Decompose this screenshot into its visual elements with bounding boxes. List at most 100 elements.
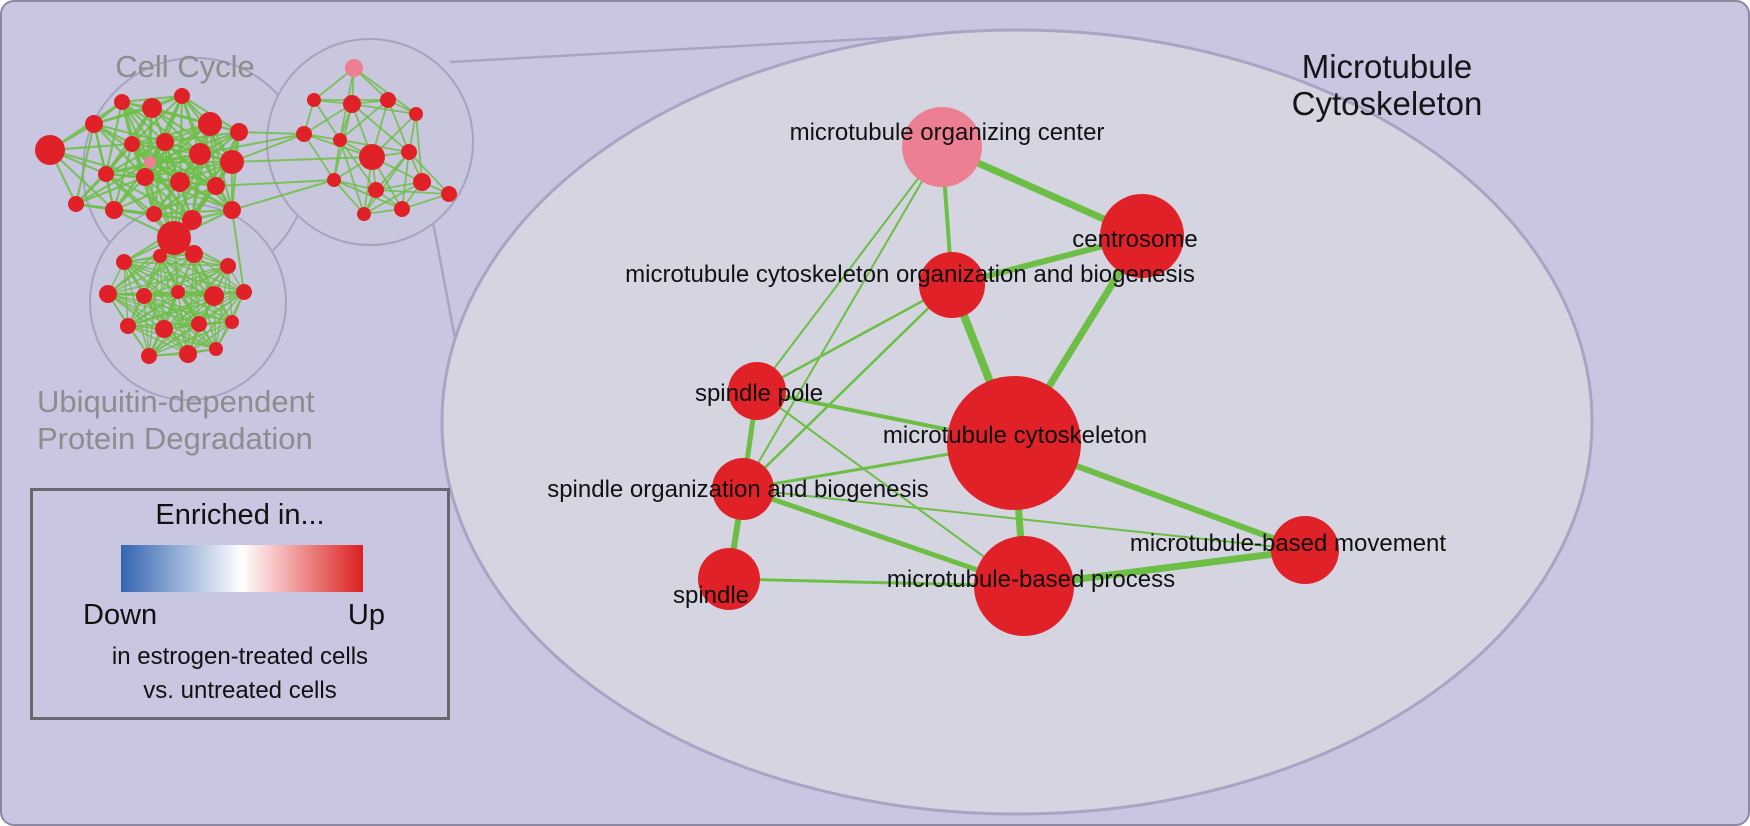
overview-edge bbox=[107, 265, 229, 295]
overview-node bbox=[368, 182, 384, 198]
overview-edge bbox=[387, 99, 410, 153]
ubiquitin-cluster-label-line2: Protein Degradation bbox=[37, 421, 313, 456]
legend-footnote-line1: in estrogen-treated cells bbox=[111, 643, 369, 670]
overview-node bbox=[198, 112, 222, 136]
overview-edge bbox=[49, 148, 146, 179]
edge-mt-org--spindle-org bbox=[742, 284, 953, 490]
overview-node bbox=[223, 201, 241, 219]
legend-box: Enriched in... Down Up in estrogen-treat… bbox=[30, 488, 450, 720]
overview-edge bbox=[339, 139, 365, 215]
overview-edge bbox=[93, 94, 183, 126]
overview-node bbox=[155, 320, 173, 338]
overview-edge bbox=[104, 101, 124, 175]
overview-node bbox=[413, 173, 431, 191]
overview-edge bbox=[401, 151, 410, 210]
overview-edge bbox=[333, 179, 365, 215]
cell-cycle-cluster-label: Cell Cycle bbox=[115, 49, 255, 84]
overview-edge bbox=[149, 95, 183, 163]
overview-node bbox=[296, 126, 312, 142]
overview-bridge-edge bbox=[231, 133, 305, 163]
overview-node bbox=[225, 315, 239, 329]
edge-moc--spindle-pole bbox=[756, 146, 943, 392]
overview-edge bbox=[303, 103, 353, 135]
overview-edge bbox=[75, 175, 146, 206]
overview-node bbox=[189, 143, 211, 165]
overview-node bbox=[142, 98, 162, 118]
edge-spindle-org--mt-movement bbox=[742, 488, 1306, 551]
legend-up-label: Up bbox=[347, 599, 385, 631]
overview-node bbox=[144, 156, 156, 168]
node-label-mt-org: microtubule cytoskeleton organization an… bbox=[625, 261, 1195, 288]
overview-bridge-edge bbox=[231, 156, 373, 163]
overview-edge bbox=[143, 265, 229, 297]
overview-edge bbox=[408, 151, 450, 195]
overview-node bbox=[99, 285, 117, 303]
overview-node bbox=[441, 186, 457, 202]
node-label-moc: microtubule organizing center bbox=[790, 119, 1105, 146]
overview-edge bbox=[415, 113, 423, 183]
overview-edge bbox=[164, 130, 240, 144]
overview-edge bbox=[75, 161, 151, 205]
overview-node bbox=[307, 93, 321, 107]
overview-node bbox=[191, 316, 207, 332]
overview-node bbox=[116, 254, 132, 270]
node-spindle bbox=[698, 548, 760, 610]
overview-node bbox=[156, 133, 174, 151]
overview-node bbox=[124, 136, 140, 152]
overview-edge bbox=[144, 175, 233, 212]
edge-mt-org--spindle-pole bbox=[756, 283, 953, 393]
magnifier-line bbox=[430, 216, 460, 355]
overview-node bbox=[409, 107, 423, 121]
overview-node bbox=[153, 249, 167, 263]
node-label-spindle-pole: spindle pole bbox=[695, 380, 823, 407]
overview-node bbox=[182, 210, 202, 230]
overview-node bbox=[68, 196, 84, 212]
overview-node bbox=[185, 245, 203, 263]
overview-bridge-edge bbox=[238, 131, 305, 135]
node-centrosome bbox=[1100, 194, 1184, 278]
overview-edge bbox=[148, 321, 233, 357]
overview-node bbox=[220, 258, 236, 274]
overview-edge bbox=[143, 253, 195, 297]
overview-edge bbox=[148, 255, 161, 357]
overview-edge bbox=[127, 291, 179, 327]
node-mt-movement bbox=[1271, 516, 1339, 584]
node-mt-process bbox=[974, 536, 1074, 636]
overview-node bbox=[35, 135, 65, 165]
overview-node bbox=[204, 286, 224, 306]
overview-edge bbox=[401, 193, 450, 210]
overview-node bbox=[171, 285, 185, 299]
overview-node bbox=[157, 221, 191, 255]
legend-title: Enriched in... bbox=[155, 499, 325, 531]
overview-edge bbox=[131, 95, 183, 145]
node-spindle-pole bbox=[728, 362, 786, 420]
overview-node bbox=[380, 92, 396, 108]
node-label-mt-movement: microtubule-based movement bbox=[1130, 530, 1446, 557]
legend-downup-row: Down Up bbox=[83, 599, 385, 632]
overview-node bbox=[105, 201, 123, 219]
overview-edge bbox=[127, 291, 245, 327]
overview-node bbox=[401, 144, 417, 160]
overview-edge bbox=[177, 291, 233, 323]
overview-edge bbox=[353, 67, 417, 115]
overview-node bbox=[394, 201, 410, 217]
overview-node bbox=[209, 342, 223, 356]
overview-edge bbox=[333, 179, 403, 210]
overview-node bbox=[146, 206, 162, 222]
overview-node bbox=[136, 168, 154, 186]
detail-title-line1: Microtubule bbox=[1302, 48, 1473, 85]
node-moc bbox=[902, 107, 982, 187]
edge-spindle-pole--mt-process bbox=[756, 390, 1025, 587]
overview-edge bbox=[339, 99, 389, 141]
node-mt-org bbox=[919, 252, 985, 318]
edge-moc--spindle-org bbox=[742, 146, 943, 490]
node-label-spindle: spindle bbox=[673, 582, 749, 609]
overview-edge bbox=[74, 123, 96, 205]
overview-bridge-edge bbox=[199, 133, 305, 155]
overview-edge bbox=[351, 103, 417, 115]
node-label-centrosome: centrosome bbox=[1072, 226, 1197, 253]
node-label-mt-process: microtubule-based process bbox=[887, 566, 1175, 593]
overview-node bbox=[343, 95, 361, 113]
